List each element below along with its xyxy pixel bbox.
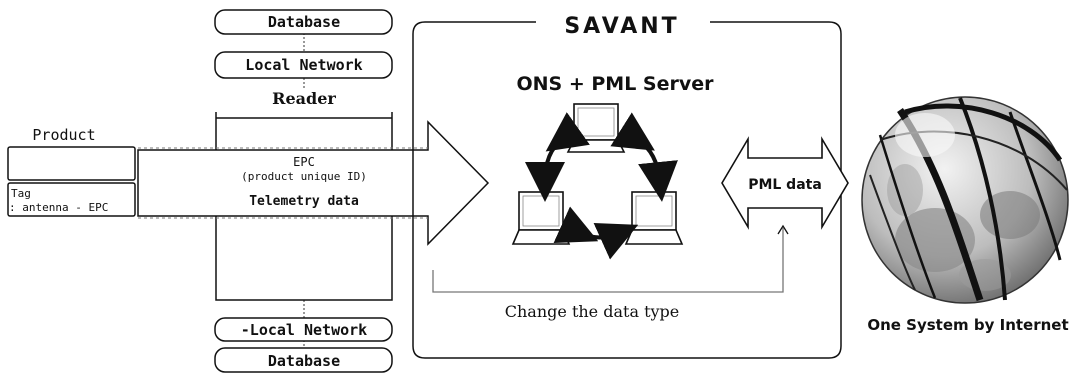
product-box: [7, 146, 136, 181]
pml-data-label: PML data: [748, 177, 822, 193]
savant-title: SAVANT: [564, 14, 679, 39]
top-network-box: [214, 51, 393, 79]
bottom-database-box: [214, 347, 393, 373]
change-data-arrowhead: [777, 224, 789, 235]
product-title: Product: [32, 126, 95, 144]
arrow-top-left: [525, 112, 590, 202]
change-data-label: Change the data type: [505, 302, 680, 321]
bottom-database-label: Database: [268, 352, 340, 370]
savant-frame: [412, 21, 842, 359]
computer-left-icon: [511, 191, 571, 245]
tag-label: Tag: [11, 187, 31, 200]
epc-label: EPC: [293, 155, 315, 169]
tag-box: [7, 182, 136, 217]
change-data-bracket: [432, 228, 784, 293]
pml-data-arrow: [721, 136, 849, 230]
tag-detail: : antenna - EPC: [9, 201, 108, 214]
arrow-bottom: [553, 206, 639, 260]
top-database-box: [214, 9, 393, 35]
reader-label: Reader: [272, 89, 336, 108]
bottom-network-label: -Local Network: [241, 321, 367, 339]
internet-label: One System by Internet: [867, 316, 1068, 334]
server-label: ONS + PML Server: [516, 73, 714, 95]
bottom-network-box: [214, 317, 393, 342]
computer-right-icon: [624, 191, 684, 245]
epc-arrow: [137, 120, 490, 246]
epc-sub-label: (product unique ID): [241, 170, 367, 183]
computer-top-icon: [566, 103, 626, 153]
arrow-top-right: [610, 112, 678, 202]
telemetry-label: Telemetry data: [249, 194, 359, 209]
top-database-label: Database: [268, 13, 340, 31]
top-network-label: Local Network: [245, 56, 362, 74]
globe-icon: [861, 96, 1069, 304]
